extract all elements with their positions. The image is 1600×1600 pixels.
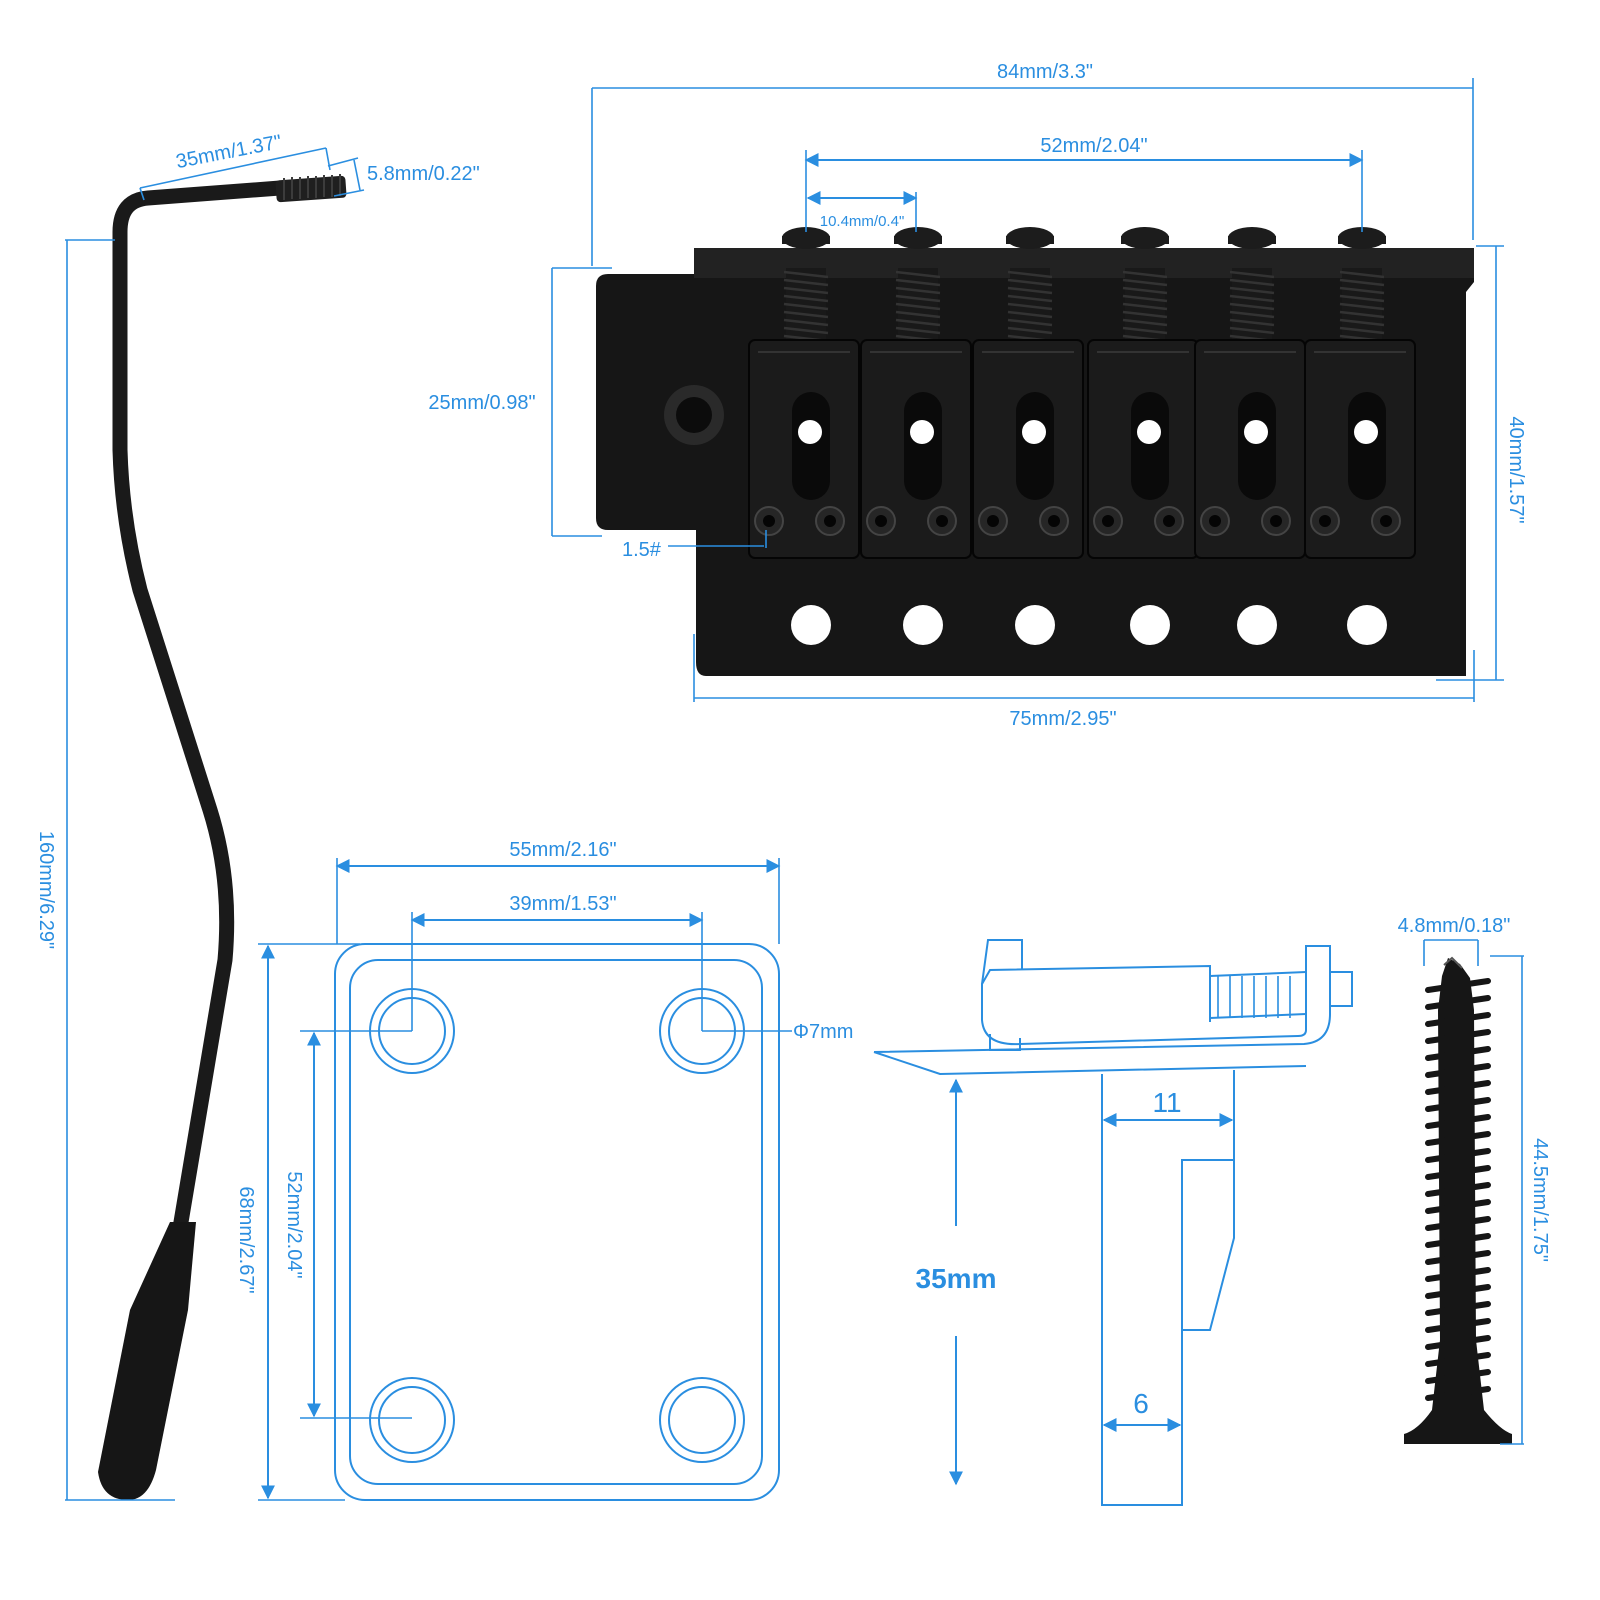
screw-dia-dimension: 4.8mm/0.18" bbox=[1398, 915, 1511, 966]
saddle-group bbox=[748, 227, 1416, 559]
bridge-side-profile bbox=[873, 939, 1353, 1076]
string-through-hole bbox=[1237, 605, 1277, 645]
hex-key-callout: 1.5# bbox=[622, 530, 767, 561]
string-span-label: 52mm/2.04" bbox=[1040, 135, 1147, 157]
mounting-hole bbox=[664, 385, 724, 445]
tremolo-block-profile bbox=[1101, 1070, 1235, 1506]
arm-length-label: 160mm/6.29" bbox=[35, 831, 57, 949]
arm-length-dimension: 160mm/6.29" bbox=[35, 239, 175, 1501]
neck-plate-height-dimension: 68mm/2.67" bbox=[235, 943, 360, 1501]
neck-plate-width-dimension: 55mm/2.16" bbox=[335, 839, 781, 944]
screw-dia-label: 4.8mm/0.18" bbox=[1398, 915, 1511, 937]
hex-key-label: 1.5# bbox=[622, 539, 662, 561]
string-span-dimension: 52mm/2.04" bbox=[804, 135, 1364, 232]
string-holes bbox=[791, 605, 1387, 645]
bridge-assembly bbox=[596, 227, 1474, 676]
arm-top-label: 35mm/1.37" bbox=[174, 131, 283, 173]
saddle-slot-hole bbox=[910, 420, 934, 444]
saddle bbox=[1304, 227, 1416, 559]
neck-plate bbox=[334, 943, 780, 1501]
neck-hole-spacing-y-dimension: 52mm/2.04" bbox=[283, 1030, 412, 1419]
string-through-hole bbox=[791, 605, 831, 645]
block-top-label: 11 bbox=[1152, 1087, 1181, 1118]
string-through-hole bbox=[1347, 605, 1387, 645]
saddle-slot-hole bbox=[1022, 420, 1046, 444]
string-spacing-label: 10.4mm/0.4" bbox=[820, 213, 905, 230]
saddle-slot-hole bbox=[1137, 420, 1161, 444]
neck-screw-hole bbox=[659, 1377, 745, 1463]
plate-width-label: 75mm/2.95" bbox=[1009, 708, 1116, 730]
neck-plate-height-label: 68mm/2.67" bbox=[235, 1186, 257, 1293]
plate-width-dimension: 75mm/2.95" bbox=[693, 634, 1475, 730]
neck-screw-hole bbox=[369, 1377, 455, 1463]
neck-hole-dia-callout: Φ7mm bbox=[702, 1021, 853, 1043]
arm-thread-label: 5.8mm/0.22" bbox=[367, 163, 480, 185]
screw-length-dimension: 44.5mm/1.75" bbox=[1490, 955, 1551, 1445]
string-through-hole bbox=[903, 605, 943, 645]
saddle-slot-hole bbox=[798, 420, 822, 444]
neck-hole-spacing-y-label: 52mm/2.04" bbox=[283, 1171, 305, 1278]
bridge-width-label: 84mm/3.3" bbox=[997, 61, 1093, 83]
bridge-width-dimension: 84mm/3.3" bbox=[591, 61, 1474, 266]
neck-hole-dia-label: Φ7mm bbox=[793, 1021, 853, 1043]
saddle bbox=[860, 227, 972, 559]
string-through-hole bbox=[1130, 605, 1170, 645]
arm-thread bbox=[275, 174, 347, 203]
tremolo-arm bbox=[98, 174, 347, 1500]
saddle-height-dimension: 25mm/0.98" bbox=[428, 267, 612, 537]
bridge-depth-dimension: 40mm/1.57" bbox=[1436, 245, 1527, 681]
block-height-label: 35mm bbox=[916, 1263, 997, 1294]
saddle bbox=[972, 227, 1084, 559]
saddle bbox=[1087, 227, 1199, 559]
mounting-screw bbox=[1404, 956, 1512, 1444]
neck-plate-width-label: 55mm/2.16" bbox=[509, 839, 616, 861]
saddle-height-label: 25mm/0.98" bbox=[428, 392, 535, 414]
string-spacing-dimension: 10.4mm/0.4" bbox=[806, 191, 918, 232]
neck-hole-spacing-x-label: 39mm/1.53" bbox=[509, 893, 616, 915]
block-top-dimension: 11 bbox=[1102, 1087, 1234, 1127]
saddle bbox=[748, 227, 860, 559]
block-bottom-dimension: 6 bbox=[1102, 1388, 1182, 1432]
saddle bbox=[1194, 227, 1306, 559]
arm-tip bbox=[98, 1222, 196, 1500]
arm-thread-dimension: 5.8mm/0.22" bbox=[327, 157, 480, 197]
saddle-slot-hole bbox=[1244, 420, 1268, 444]
screw-length-label: 44.5mm/1.75" bbox=[1529, 1138, 1551, 1262]
string-through-hole bbox=[1015, 605, 1055, 645]
block-bottom-label: 6 bbox=[1133, 1388, 1149, 1419]
block-height-dimension: 35mm bbox=[916, 1078, 997, 1486]
saddle-slot-hole bbox=[1354, 420, 1378, 444]
neck-hole-spacing-x-dimension: 39mm/1.53" bbox=[410, 893, 704, 1031]
bridge-depth-label: 40mm/1.57" bbox=[1505, 416, 1527, 523]
